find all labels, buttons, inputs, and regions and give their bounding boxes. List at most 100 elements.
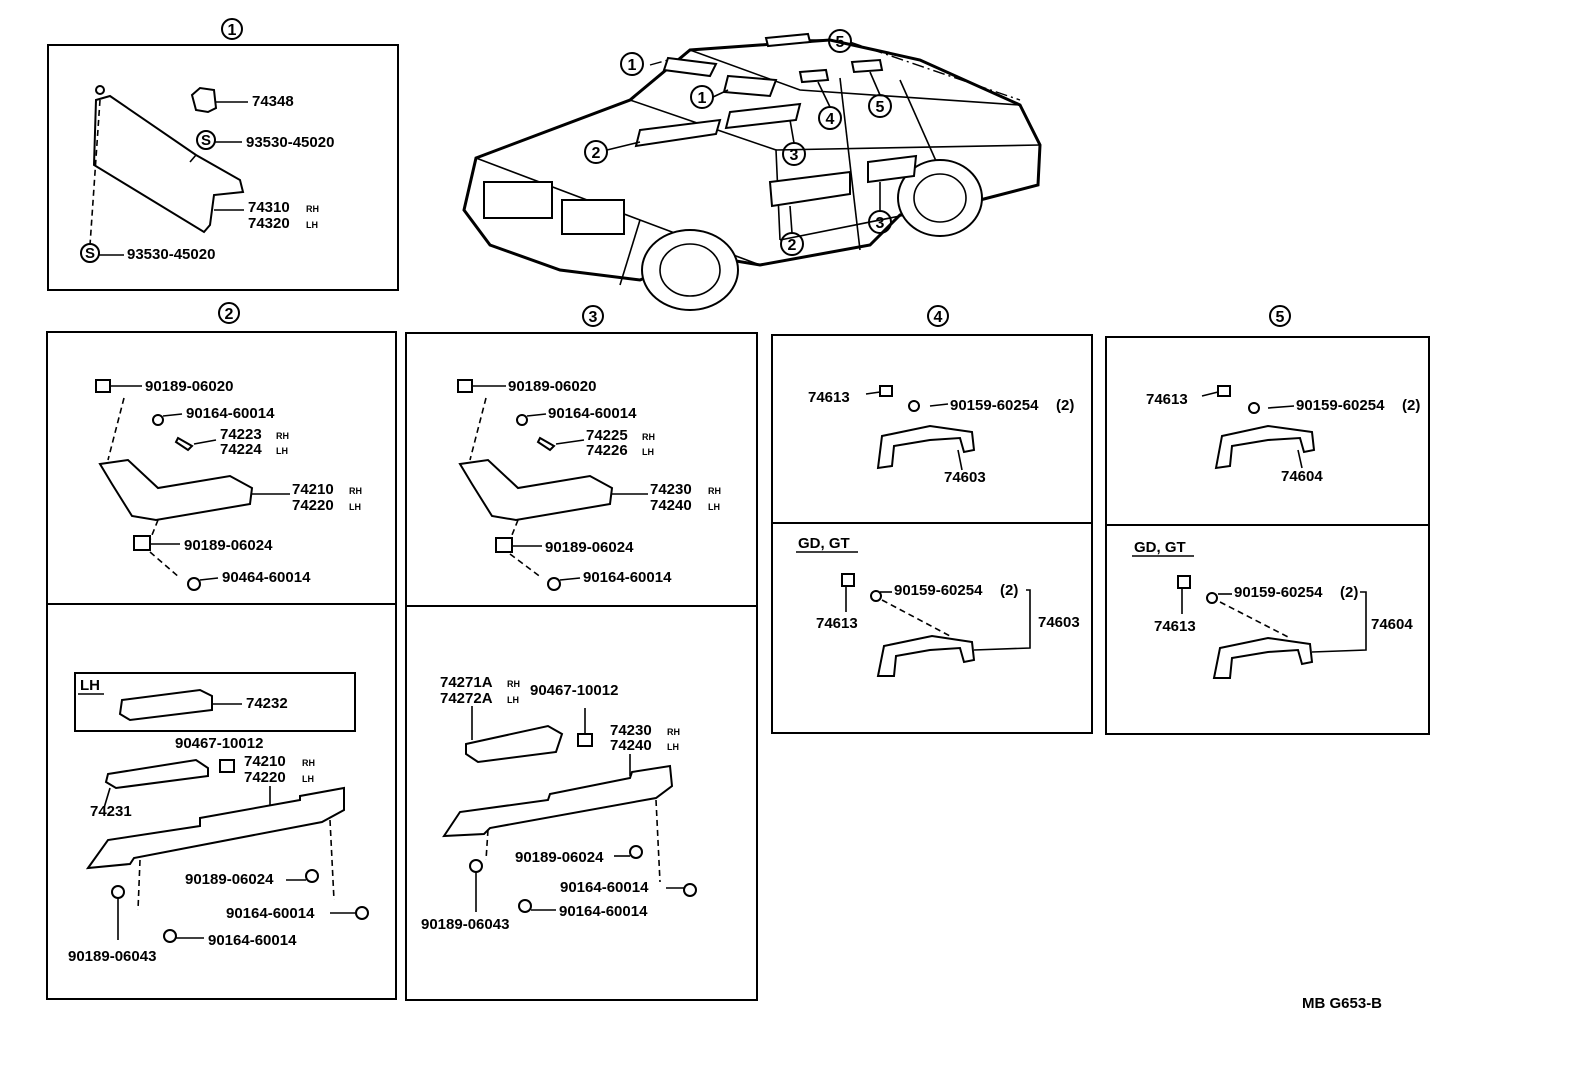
headlight-left — [483, 181, 553, 219]
section-4: 4 74613 90159-60254 (2) 74603 GD, GT 746… — [771, 305, 1093, 734]
svg-text:74231: 74231 — [90, 803, 132, 820]
svg-text:90159-60254: 90159-60254 — [950, 397, 1039, 414]
svg-text:74271A: 74271A — [440, 674, 493, 691]
svg-text:5: 5 — [1276, 309, 1285, 326]
svg-text:90164-60014: 90164-60014 — [583, 569, 672, 586]
armrest-upper — [458, 458, 614, 522]
figure-code: MB G653-B — [1302, 995, 1382, 1012]
assist-grip-lower — [1212, 636, 1314, 679]
svg-text:90189-06024: 90189-06024 — [185, 871, 274, 888]
cap-icon — [1177, 575, 1191, 589]
svg-text:GD, GT: GD, GT — [1134, 539, 1186, 556]
armrest-lower — [85, 786, 345, 870]
cap-icon — [469, 859, 483, 873]
label-74310: 74310 — [248, 199, 290, 216]
section-4-badge: 4 — [927, 305, 949, 327]
svg-text:74603: 74603 — [944, 469, 986, 486]
cap-icon — [841, 573, 855, 587]
svg-text:74220: 74220 — [292, 497, 334, 514]
screw-s-icon-bottom: S — [80, 243, 100, 263]
svg-text:S: S — [201, 132, 211, 149]
svg-text:90164-60014: 90164-60014 — [208, 932, 297, 949]
visor-hinge-icon — [190, 86, 218, 114]
svg-text:74232: 74232 — [246, 695, 288, 712]
svg-text:LH: LH — [667, 742, 679, 752]
screw-icon — [870, 590, 882, 602]
section-4-box — [771, 334, 1093, 734]
svg-text:1: 1 — [698, 90, 707, 107]
svg-text:74210: 74210 — [244, 753, 286, 770]
cap-icon — [879, 385, 893, 397]
clip-icon — [577, 733, 593, 747]
section-1-badge: 1 — [221, 18, 243, 40]
screw-icon — [152, 414, 164, 426]
svg-text:LH: LH — [349, 502, 361, 512]
svg-text:2: 2 — [788, 237, 797, 254]
section-3-badge: 3 — [582, 305, 604, 327]
svg-text:3: 3 — [790, 147, 799, 164]
section-1: 1 74348 S 93530-45020 74310 RH 74320 LH … — [47, 18, 399, 291]
rear-wheel — [897, 159, 983, 237]
svg-text:LH: LH — [80, 677, 100, 694]
svg-text:1: 1 — [628, 57, 637, 74]
svg-text:74272A: 74272A — [440, 690, 493, 707]
svg-text:2: 2 — [225, 306, 234, 323]
label-74320: 74320 — [248, 215, 290, 232]
section-5-box — [1105, 336, 1430, 735]
svg-text:90164-60014: 90164-60014 — [548, 405, 637, 422]
svg-text:74230: 74230 — [650, 481, 692, 498]
cap-icon — [305, 869, 319, 883]
screw-icon — [355, 906, 369, 920]
svg-text:(2): (2) — [1000, 582, 1018, 599]
car-callout-4: 4 — [818, 106, 842, 130]
section-3-box — [405, 332, 758, 1001]
svg-text:74220: 74220 — [244, 769, 286, 786]
svg-text:74613: 74613 — [808, 389, 850, 406]
label-74348: 74348 — [252, 93, 294, 110]
svg-text:74210: 74210 — [292, 481, 334, 498]
svg-text:LH: LH — [306, 220, 318, 230]
svg-text:90189-06024: 90189-06024 — [184, 537, 273, 554]
armrest-lower — [442, 764, 674, 838]
svg-text:4: 4 — [934, 309, 943, 326]
svg-text:RH: RH — [302, 758, 315, 768]
svg-text:LH: LH — [507, 695, 519, 705]
svg-text:3: 3 — [876, 215, 885, 232]
lh-variant-box — [74, 672, 356, 732]
car-callout-3a: 3 — [782, 142, 806, 166]
armrest-pad — [104, 758, 209, 790]
label-93530-45020-bottom: 93530-45020 — [127, 246, 215, 263]
car-overview: 1 1 2 2 3 3 4 5 5 — [462, 29, 1042, 311]
svg-text:LH: LH — [302, 774, 314, 784]
label-93530-45020-top: 93530-45020 — [246, 134, 334, 151]
section-2: 2 90189-06020 90164-60014 74223 RH 74224… — [46, 302, 397, 1000]
svg-text:74225: 74225 — [586, 427, 628, 444]
cap-icon — [133, 535, 151, 551]
sun-visor — [92, 94, 245, 234]
cover-icon — [536, 436, 556, 452]
svg-text:RH: RH — [276, 431, 289, 441]
svg-text:4: 4 — [826, 111, 835, 128]
svg-text:90189-06020: 90189-06020 — [145, 378, 233, 395]
cap-icon — [95, 379, 111, 393]
car-callout-5b: 5 — [868, 94, 892, 118]
svg-text:90159-60254: 90159-60254 — [894, 582, 983, 599]
svg-text:(2): (2) — [1402, 397, 1420, 414]
svg-text:(2): (2) — [1340, 584, 1358, 601]
svg-text:90164-60014: 90164-60014 — [226, 905, 315, 922]
assist-grip-lower — [876, 634, 976, 677]
car-callout-1a: 1 — [620, 52, 644, 76]
screw-icon — [518, 899, 532, 913]
svg-text:RH: RH — [507, 679, 520, 689]
svg-text:74613: 74613 — [816, 615, 858, 632]
section-2-badge: 2 — [218, 302, 240, 324]
svg-text:90189-06020: 90189-06020 — [508, 378, 596, 395]
section-1-box — [47, 44, 399, 291]
section-2-box — [46, 331, 397, 1000]
svg-text:3: 3 — [589, 309, 598, 326]
svg-text:74240: 74240 — [650, 497, 692, 514]
svg-text:90164-60014: 90164-60014 — [559, 903, 648, 920]
cover-icon — [174, 436, 194, 452]
cap-icon — [495, 537, 513, 553]
cap-icon — [629, 845, 643, 859]
